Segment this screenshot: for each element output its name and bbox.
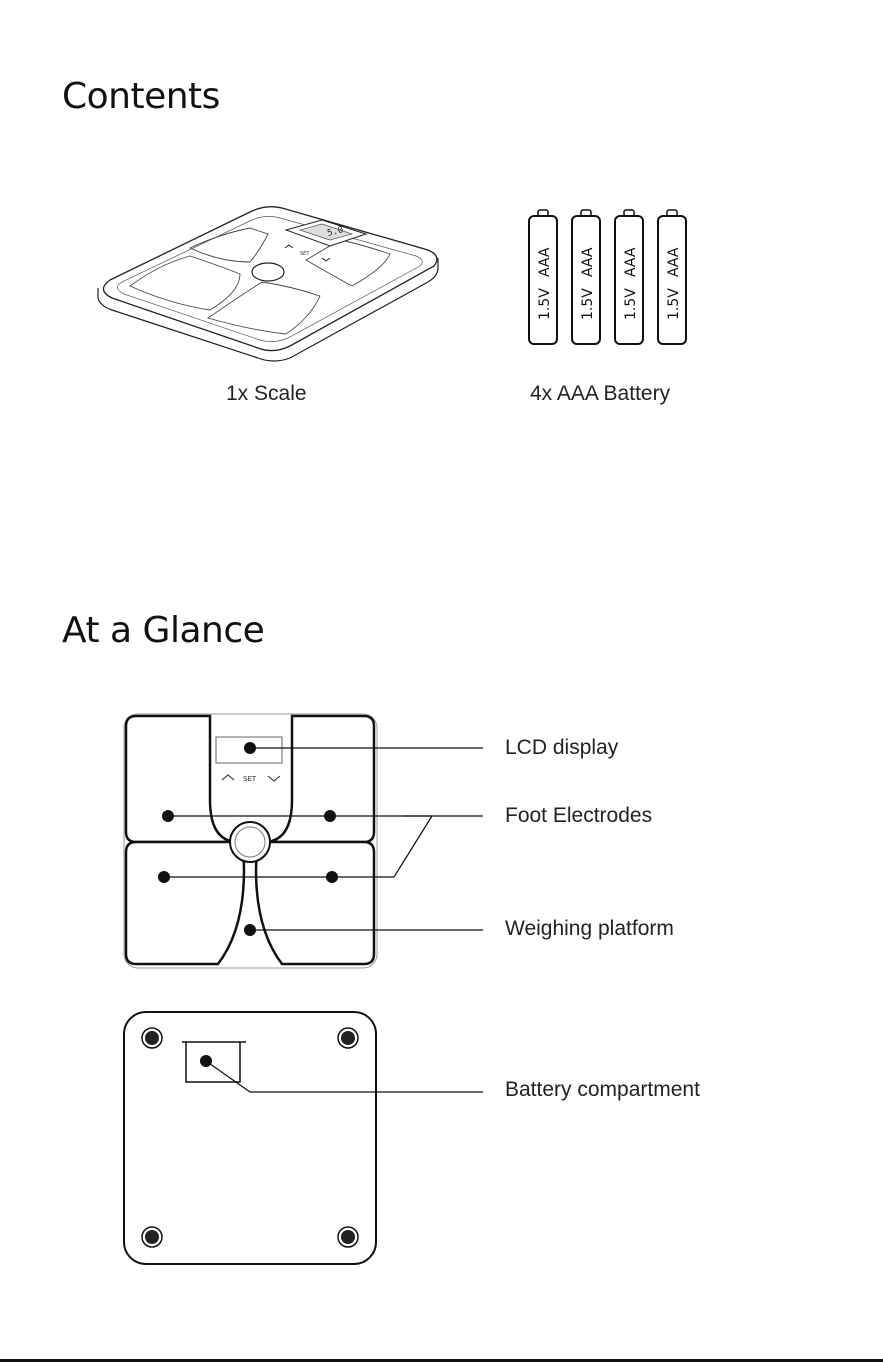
scale-top-view-diagram: SET: [0, 700, 883, 980]
battery-icon: 1.5VAAA: [572, 210, 600, 344]
foot-icon: [338, 1227, 358, 1247]
batteries-illustration: 1.5VAAA 1.5VAAA 1.5VAAA 1.5VAAA: [525, 210, 700, 350]
callout-lcd-display: LCD display: [505, 736, 618, 760]
top-view-set-label: SET: [243, 775, 257, 783]
scale-caption: 1x Scale: [226, 382, 307, 406]
contents-heading: Contents: [62, 76, 220, 117]
callout-battery-compartment: Battery compartment: [505, 1078, 700, 1102]
callout-weighing-platform: Weighing platform: [505, 917, 674, 941]
battery-icon: 1.5VAAA: [658, 210, 686, 344]
foot-icon: [142, 1028, 162, 1048]
battery-caption: 4x AAA Battery: [530, 382, 670, 406]
scale-bottom-view-diagram: [0, 1000, 883, 1280]
foot-icon: [142, 1227, 162, 1247]
foot-icon: [338, 1028, 358, 1048]
callout-foot-electrodes: Foot Electrodes: [505, 804, 652, 828]
glance-heading: At a Glance: [62, 610, 264, 651]
battery-icon: 1.5VAAA: [529, 210, 557, 344]
scale-illustration: 5.0 SET: [90, 200, 450, 370]
scale-set-label: SET: [300, 251, 310, 257]
battery-icon: 1.5VAAA: [615, 210, 643, 344]
